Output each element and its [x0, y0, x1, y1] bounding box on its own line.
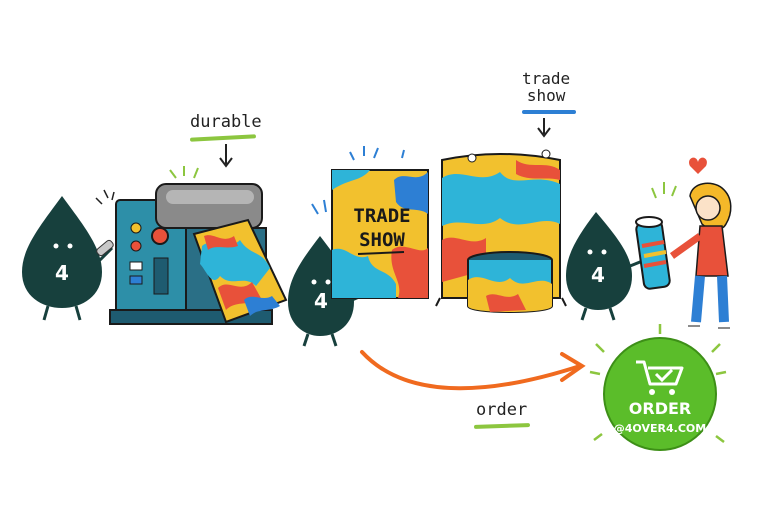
heart-icon — [689, 157, 707, 174]
trade-arrow-icon — [537, 118, 551, 138]
order-label: order — [476, 400, 528, 420]
durable-label: durable — [190, 112, 262, 132]
trade-show-underline — [522, 110, 576, 114]
badge-title: ORDER — [629, 399, 691, 418]
mascot-2-number: 4 — [314, 289, 328, 313]
trade-label-line2: show — [526, 86, 566, 105]
order-badge[interactable]: ORDER @4OVER4.COM — [589, 324, 727, 451]
curved-display — [435, 149, 567, 313]
mascot-drop-1: 4 — [22, 196, 114, 321]
trade-show-banner: TRADE SHOW — [331, 146, 429, 299]
order-arrow — [360, 350, 582, 391]
checkmark-icon — [654, 368, 674, 383]
cart-icon — [636, 360, 684, 395]
banner-line2: SHOW — [359, 229, 405, 251]
poster-roll — [635, 216, 671, 290]
mascot-drop-3: 4 — [566, 212, 651, 321]
mascot-3-number: 4 — [591, 263, 605, 287]
trade-label-line1: trade — [522, 69, 571, 88]
trade-show-label: trade show — [522, 70, 570, 104]
durable-arrow-icon — [219, 144, 233, 168]
badge-url: @4OVER4.COM — [614, 422, 706, 435]
banner-line1: TRADE — [353, 205, 410, 227]
printed-sheet — [192, 218, 288, 324]
order-arrow-head-icon — [560, 352, 586, 382]
mascot-1-number: 4 — [55, 261, 69, 285]
customer-person — [651, 157, 732, 331]
